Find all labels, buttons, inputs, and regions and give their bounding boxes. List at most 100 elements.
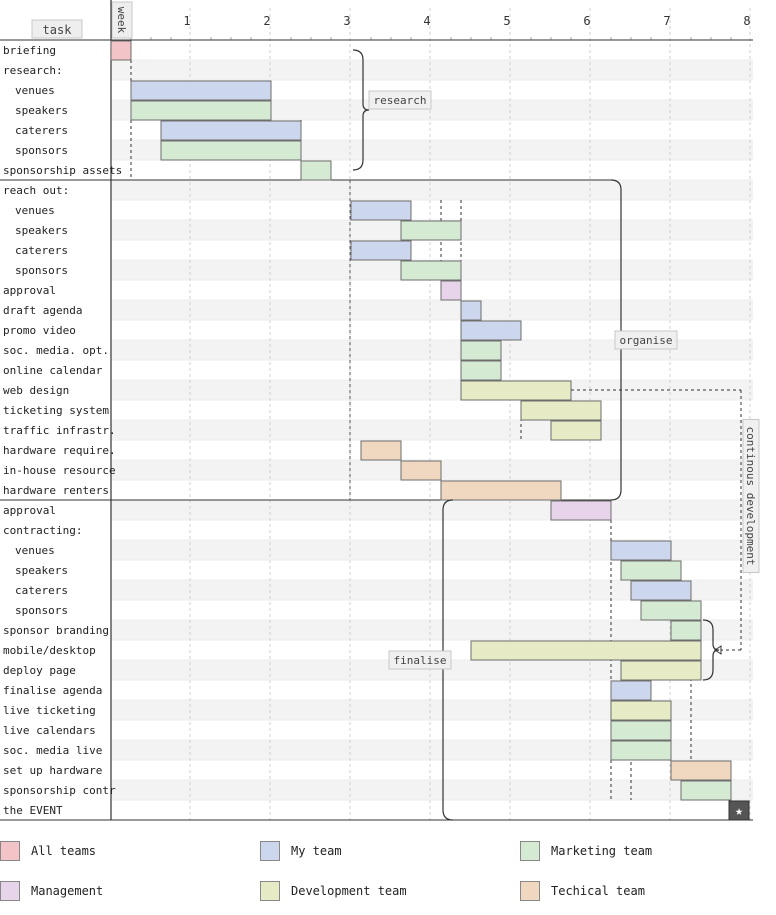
row-stripe (111, 360, 753, 380)
legend-swatch (0, 881, 20, 901)
row-stripe (111, 280, 753, 300)
task-bar (130, 80, 272, 101)
task-bar (460, 300, 482, 321)
row-stripe (111, 200, 753, 220)
task-header-label: task (43, 23, 73, 37)
continuous-dev-bracket (702, 619, 720, 681)
task-label: soc. media. opt. (3, 344, 109, 357)
task-label: sponsorship contr (3, 784, 116, 797)
task-label: sponsorship assets (3, 164, 122, 177)
row-stripe (111, 180, 753, 200)
row-stripe (111, 500, 753, 520)
task-bar (470, 640, 702, 661)
row-stripe (111, 400, 753, 420)
legend-swatch (260, 881, 280, 901)
row-stripe (111, 620, 753, 640)
task-label: the EVENT (3, 804, 63, 817)
task-label: research: (3, 64, 63, 77)
row-stripe (111, 40, 753, 60)
week-tick-label: 8 (743, 14, 750, 28)
legend-item: Development team (260, 880, 407, 902)
week-tick-label: 6 (583, 14, 590, 28)
week-tick-label: 7 (663, 14, 670, 28)
row-stripe (111, 720, 753, 740)
task-bar (610, 700, 672, 721)
task-label: mobile/desktop (3, 644, 96, 657)
row-stripe (111, 480, 753, 500)
task-bar (610, 740, 672, 761)
task-bar (680, 780, 732, 801)
task-label: live ticketing (3, 704, 96, 717)
task-bar (440, 480, 562, 501)
milestone-box (728, 800, 750, 821)
task-label: approval (3, 284, 56, 297)
task-bar (520, 400, 602, 421)
row-stripe (111, 520, 753, 540)
row-stripe (111, 320, 753, 340)
row-stripe (111, 160, 753, 180)
task-bar (350, 200, 412, 221)
week-tick-label: 1 (183, 14, 190, 28)
task-label: hardware require. (3, 444, 116, 457)
research-group-box (368, 90, 432, 110)
task-bar (610, 540, 672, 561)
finalise-group-label: finalise (394, 654, 447, 667)
task-label: reach out: (3, 184, 69, 197)
finalise-group-box (388, 650, 452, 670)
task-label: soc. media live (3, 744, 102, 757)
row-stripe (111, 760, 753, 780)
task-bar (550, 500, 612, 521)
row-stripe (111, 680, 753, 700)
row-stripe (111, 700, 753, 720)
organise-group-label: organise (620, 334, 673, 347)
task-label: contracting: (3, 524, 82, 537)
task-label: ticketing system (3, 404, 109, 417)
task-bar (440, 280, 462, 301)
task-bar (630, 580, 692, 601)
task-bar (620, 560, 682, 581)
task-bar (350, 240, 412, 261)
task-bar (670, 760, 732, 781)
task-label: draft agenda (3, 304, 82, 317)
row-stripe (111, 340, 753, 360)
task-label: traffic infrastr. (3, 424, 116, 437)
task-bar (110, 40, 132, 61)
task-label: deploy page (3, 664, 76, 677)
week-header-box (111, 1, 133, 39)
continuous-dev-box (742, 419, 760, 573)
row-stripe (111, 780, 753, 800)
row-stripe (111, 60, 753, 80)
task-label: finalise agenda (3, 684, 102, 697)
task-bar (670, 620, 702, 641)
legend-item: All teams (0, 840, 96, 862)
legend-swatch (260, 841, 280, 861)
task-label: caterers (15, 244, 68, 257)
week-header-label: week (115, 7, 128, 34)
task-bar (460, 360, 502, 381)
task-label: sponsors (15, 144, 68, 157)
row-stripe (111, 420, 753, 440)
task-label: approval (3, 504, 56, 517)
milestone-star-icon: ★ (735, 804, 743, 819)
continuous-dev-label: continous development (744, 426, 757, 565)
task-bar (550, 420, 602, 441)
task-label: caterers (15, 584, 68, 597)
task-label: sponsors (15, 264, 68, 277)
task-label: speakers (15, 104, 68, 117)
task-bar (160, 120, 302, 141)
week-tick-label: 3 (343, 14, 350, 28)
task-label: briefing (3, 44, 56, 57)
row-stripe (111, 440, 753, 460)
row-stripe (111, 240, 753, 260)
task-label: live calendars (3, 724, 96, 737)
task-label: set up hardware (3, 764, 102, 777)
legend-item: Management (0, 880, 103, 902)
row-stripe (111, 560, 753, 580)
task-bar (460, 380, 572, 401)
task-label: online calendar (3, 364, 103, 377)
task-label: venues (15, 544, 55, 557)
task-label: speakers (15, 224, 68, 237)
task-label: sponsors (15, 604, 68, 617)
legend-swatch (0, 841, 20, 861)
